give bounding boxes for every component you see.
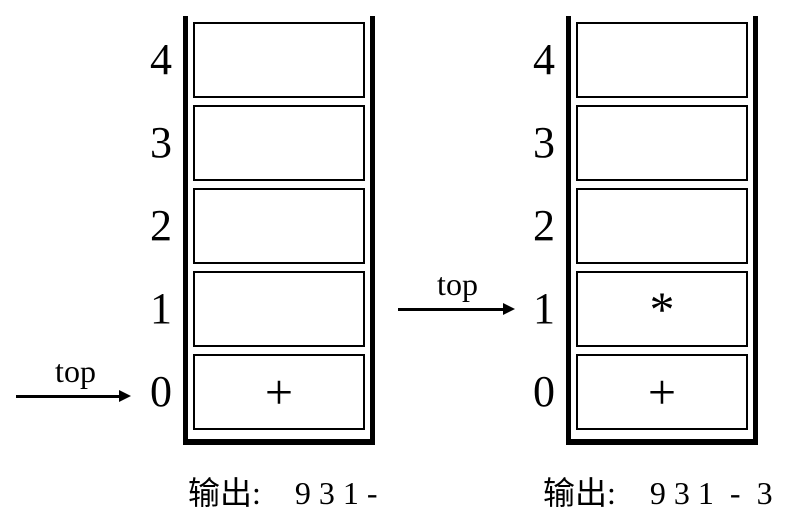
stack-index-label: 0 [150, 367, 172, 416]
stack-cell-0: + [193, 354, 365, 430]
stack-frame: + [183, 16, 375, 445]
stack-index-label: 3 [150, 118, 172, 167]
stack-index-label: 2 [150, 201, 172, 250]
top-pointer-arrow [398, 308, 503, 311]
stack-cell-1 [193, 271, 365, 347]
stack-index-label: 1 [533, 284, 555, 333]
stack-index-label: 4 [150, 35, 172, 84]
stack-cell-value: * [649, 281, 675, 337]
stack-index-label: 3 [533, 118, 555, 167]
output-value: 9 3 1 - 3 [649, 475, 773, 511]
output-caption-right: 输出: 9 3 1 - 3 [543, 477, 773, 509]
output-value: 9 3 1 - [294, 475, 378, 511]
stack-cell-value: + [264, 364, 294, 420]
stack-cell-4 [576, 22, 748, 98]
stack-index-label: 2 [533, 201, 555, 250]
stack-cell-2 [576, 188, 748, 264]
top-pointer-label: top [437, 266, 478, 302]
output-caption-left: 输出: 9 3 1 - [188, 477, 378, 509]
stack-index-label: 1 [150, 284, 172, 333]
stack-cell-3 [193, 105, 365, 181]
top-pointer-arrow [16, 395, 119, 398]
arrowhead-icon [119, 390, 131, 402]
output-label: 输出: [188, 475, 261, 511]
stack-cell-3 [576, 105, 748, 181]
arrowhead-icon [503, 303, 515, 315]
stack-cell-0: + [576, 354, 748, 430]
stack-cell-2 [193, 188, 365, 264]
stack-cell-1: * [576, 271, 748, 347]
stack-cell-value: + [647, 364, 677, 420]
top-pointer-label: top [55, 353, 96, 389]
stack-index-label: 0 [533, 367, 555, 416]
stack-index-label: 4 [533, 35, 555, 84]
stack-frame: * + [566, 16, 758, 445]
stack-cell-4 [193, 22, 365, 98]
output-label: 输出: [543, 475, 616, 511]
